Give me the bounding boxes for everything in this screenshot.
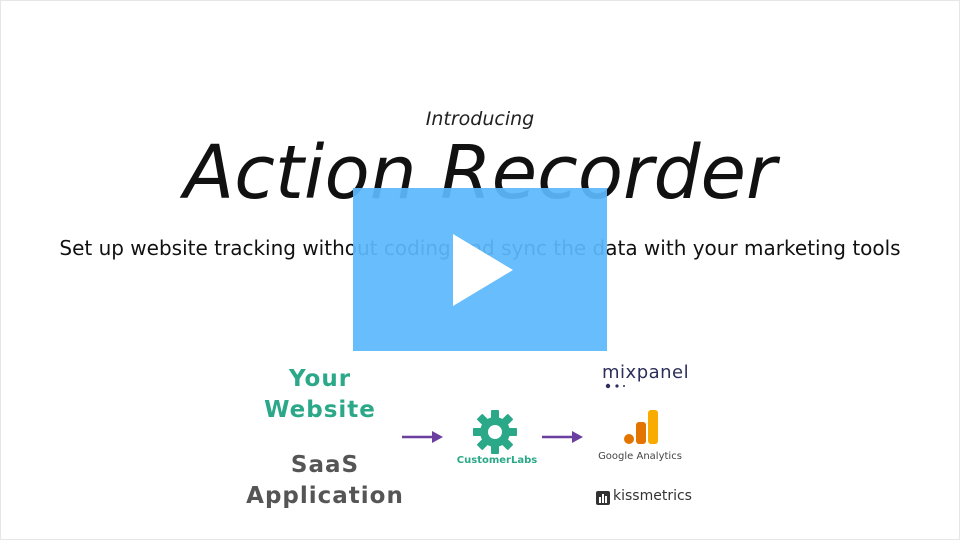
slide-intro: Introducing	[425, 108, 535, 130]
google-analytics-icon	[624, 410, 658, 444]
source-your-website: Your Website	[240, 364, 400, 426]
source-line: SaaS	[290, 452, 360, 478]
mixpanel-logo-text: mixpanel	[602, 362, 690, 383]
google-analytics-label: Google Analytics	[598, 451, 682, 462]
arrow-right-icon	[542, 431, 583, 443]
play-button[interactable]	[353, 188, 607, 351]
source-line: Your	[288, 366, 352, 392]
source-saas-application: SaaS Application	[240, 450, 410, 512]
arrow-right-icon	[402, 431, 443, 443]
source-line: Application	[246, 483, 404, 509]
customerlabs-gear-icon	[473, 410, 517, 454]
source-line: Website	[264, 397, 376, 423]
kissmetrics-icon	[596, 491, 610, 505]
kissmetrics-label: kissmetrics	[613, 488, 692, 504]
play-icon[interactable]	[449, 232, 515, 308]
customerlabs-label: CustomerLabs	[456, 455, 538, 466]
mixpanel-dots-icon	[605, 383, 625, 389]
